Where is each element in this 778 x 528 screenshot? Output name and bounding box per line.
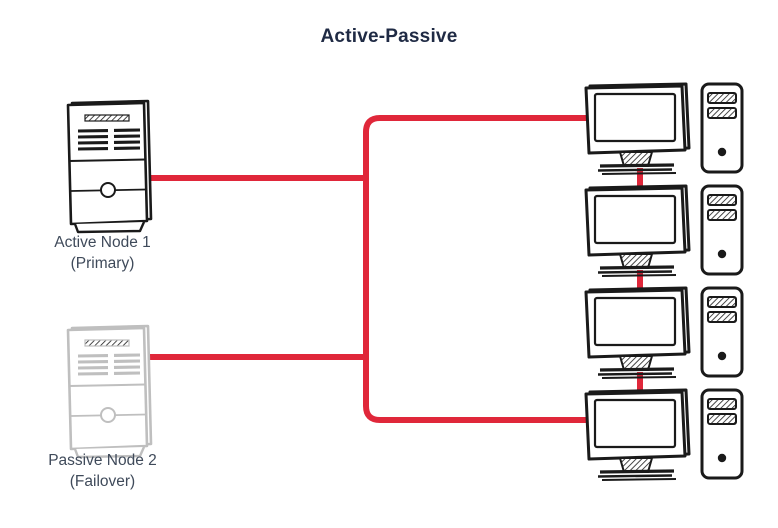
server-tower-icon: [66, 99, 153, 234]
node-active-node-1[interactable]: [66, 99, 153, 234]
page-title: Active-Passive: [320, 26, 458, 47]
node-label-passive-node-2: Passive Node 2 (Failover): [0, 450, 205, 492]
client-2[interactable]: [584, 184, 744, 278]
client-1[interactable]: [584, 82, 744, 176]
node-label-line-2: (Primary): [70, 255, 135, 272]
node-label-line-1: Active Node 1: [54, 234, 151, 251]
client-3[interactable]: [584, 286, 744, 380]
node-label-line-2: (Failover): [69, 473, 136, 490]
desktop-computer-icon: [584, 184, 744, 278]
node-label-line-1: Passive Node 2: [48, 452, 157, 469]
network-bus: [363, 115, 588, 423]
node-label-active-node-1: Active Node 1 (Primary): [0, 232, 205, 274]
desktop-computer-icon: [584, 286, 744, 380]
desktop-computer-icon: [584, 388, 744, 482]
network-links: [146, 115, 643, 423]
node-passive-node-2[interactable]: [66, 324, 153, 459]
desktop-computer-icon: [584, 82, 744, 176]
server-tower-icon: [66, 324, 153, 459]
client-4[interactable]: [584, 388, 744, 482]
